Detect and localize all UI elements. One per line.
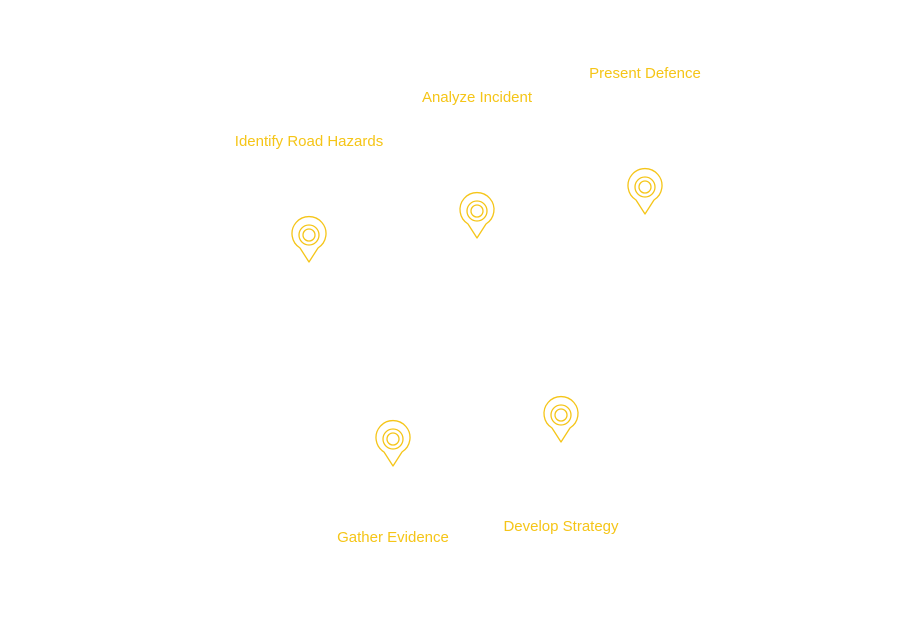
map-pin-icon: [289, 215, 329, 265]
step-label-present-defence: Present Defence: [589, 65, 701, 82]
map-pin-icon: [625, 167, 665, 217]
step-label-develop-strategy: Develop Strategy: [503, 518, 619, 535]
step-label-identify-road-hazards: Identify Road Hazards: [234, 133, 384, 150]
map-pin-icon: [373, 419, 413, 469]
map-pin-icon: [541, 395, 581, 445]
step-label-gather-evidence: Gather Evidence: [337, 529, 449, 546]
map-pin-icon: [457, 191, 497, 241]
step-label-analyze-incident: Analyze Incident: [421, 89, 533, 106]
